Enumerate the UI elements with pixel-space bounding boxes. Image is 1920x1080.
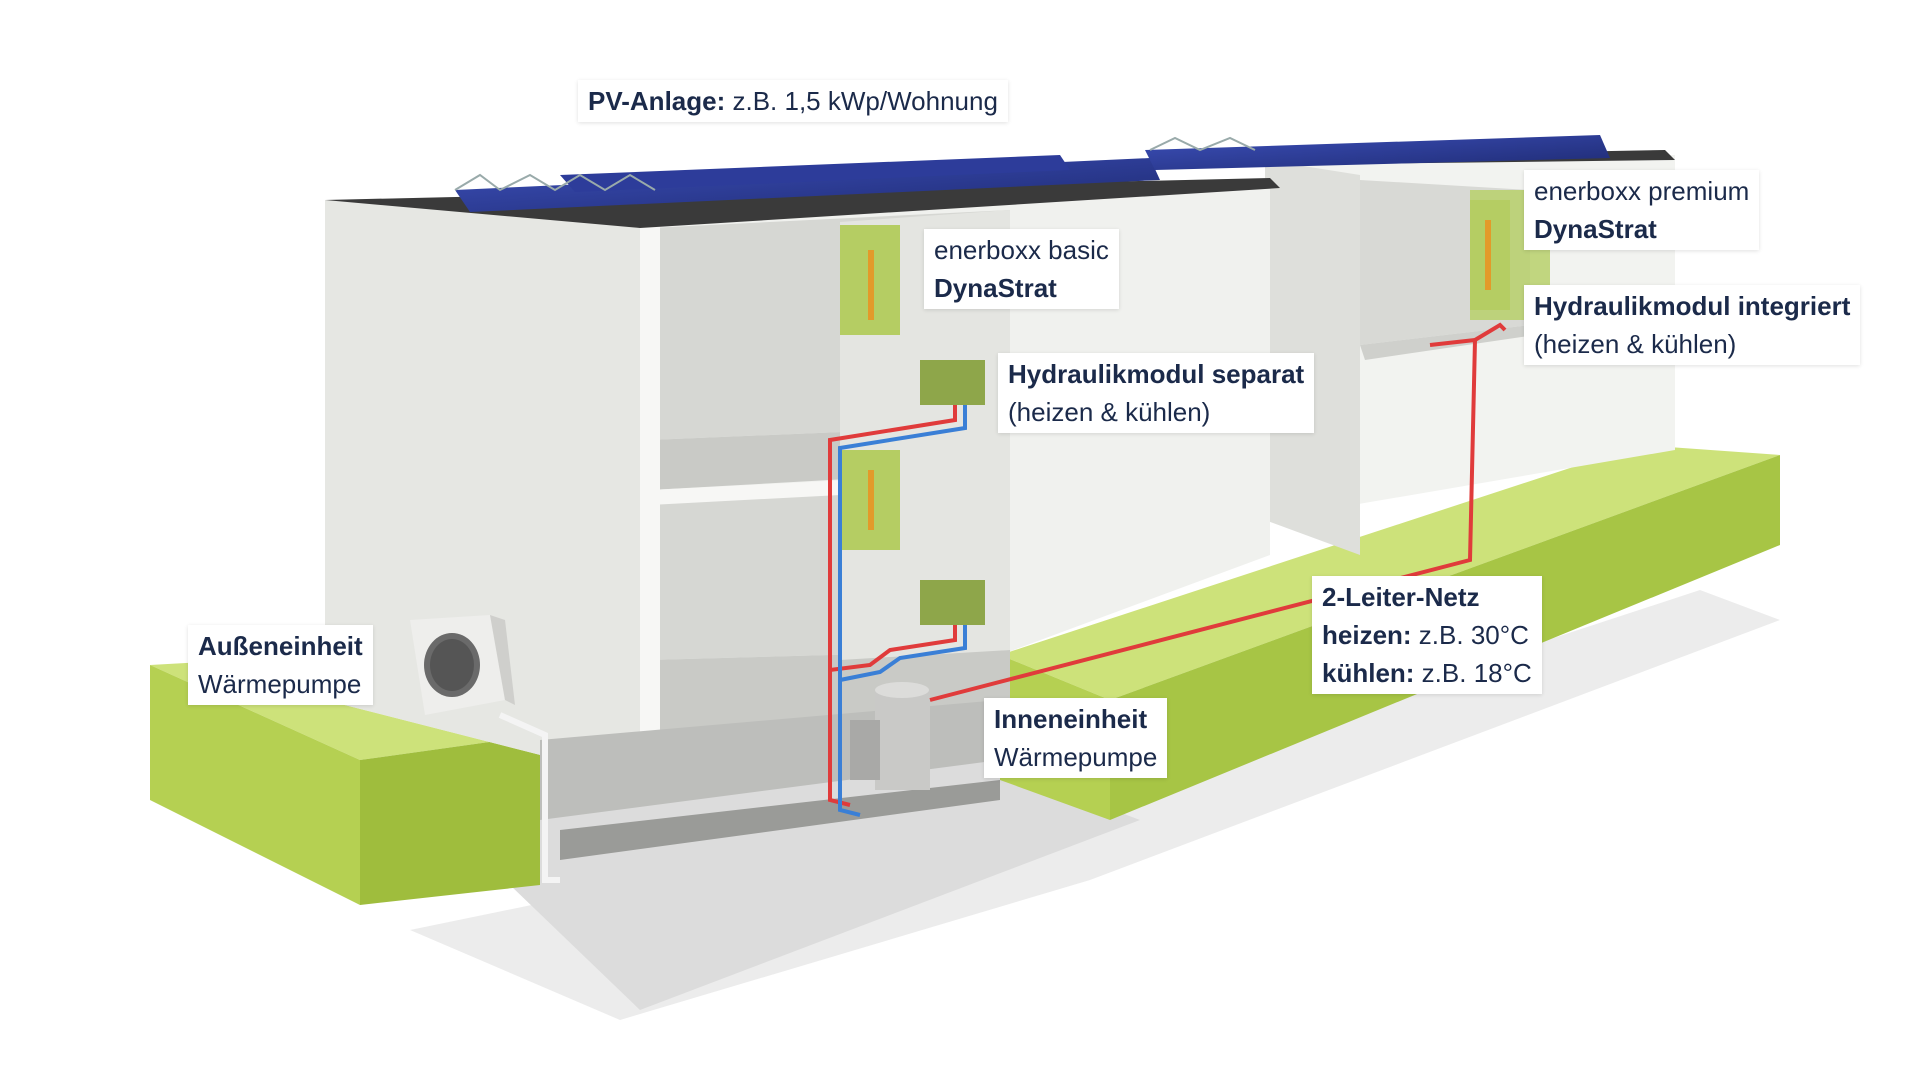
label-hydraulic-separate: Hydraulikmodul separat (heizen & kühlen): [998, 353, 1315, 433]
net-cooling: kühlen: z.B. 18°C: [1322, 658, 1532, 688]
indoor-heat-pump-unit: [850, 682, 930, 790]
hydro-sep-detail: (heizen & kühlen): [1008, 397, 1211, 427]
label-pv-system: PV-Anlage: z.B. 1,5 kWp/Wohnung: [578, 80, 1008, 122]
net-title: 2-Leiter-Netz: [1322, 582, 1480, 612]
label-indoor-unit: Inneneinheit Wärmepumpe: [984, 698, 1168, 778]
net-heating: heizen: z.B. 30°C: [1322, 620, 1529, 650]
enerboxx-basic-module: [840, 225, 900, 550]
premium-type: DynaStrat: [1534, 214, 1657, 244]
hydro-int-title: Hydraulikmodul integriert: [1534, 291, 1851, 321]
pipe-network: [828, 322, 1507, 817]
lawn-left: [150, 655, 540, 905]
enerboxx-premium-module: [1470, 200, 1510, 310]
building-left: [325, 178, 1280, 860]
pv-title: PV-Anlage:: [588, 86, 726, 116]
outdoor-title: Außeneinheit: [198, 631, 363, 661]
outdoor-heat-pump-unit: [410, 615, 515, 715]
hydraulic-module-separate: [920, 360, 985, 625]
pv-detail: z.B. 1,5 kWp/Wohnung: [725, 86, 998, 116]
solar-panels-left: [454, 155, 1160, 212]
indoor-title: Inneneinheit: [994, 704, 1148, 734]
label-two-wire-network: 2-Leiter-Netz heizen: z.B. 30°C kühlen: …: [1312, 576, 1542, 694]
indoor-detail: Wärmepumpe: [994, 742, 1158, 772]
label-enerboxx-premium: enerboxx premium DynaStrat: [1524, 170, 1760, 250]
basic-name: enerboxx basic: [934, 235, 1109, 265]
solar-panels-right: [1145, 135, 1610, 170]
outdoor-pipe: [498, 712, 560, 883]
hydro-int-detail: (heizen & kühlen): [1534, 329, 1737, 359]
basic-type: DynaStrat: [934, 273, 1057, 303]
premium-name: enerboxx premium: [1534, 176, 1750, 206]
label-hydraulic-integrated: Hydraulikmodul integriert (heizen & kühl…: [1524, 285, 1861, 365]
label-outdoor-unit: Außeneinheit Wärmepumpe: [188, 625, 373, 705]
hydro-sep-title: Hydraulikmodul separat: [1008, 359, 1305, 389]
label-enerboxx-basic: enerboxx basic DynaStrat: [924, 229, 1119, 309]
outdoor-detail: Wärmepumpe: [198, 669, 362, 699]
